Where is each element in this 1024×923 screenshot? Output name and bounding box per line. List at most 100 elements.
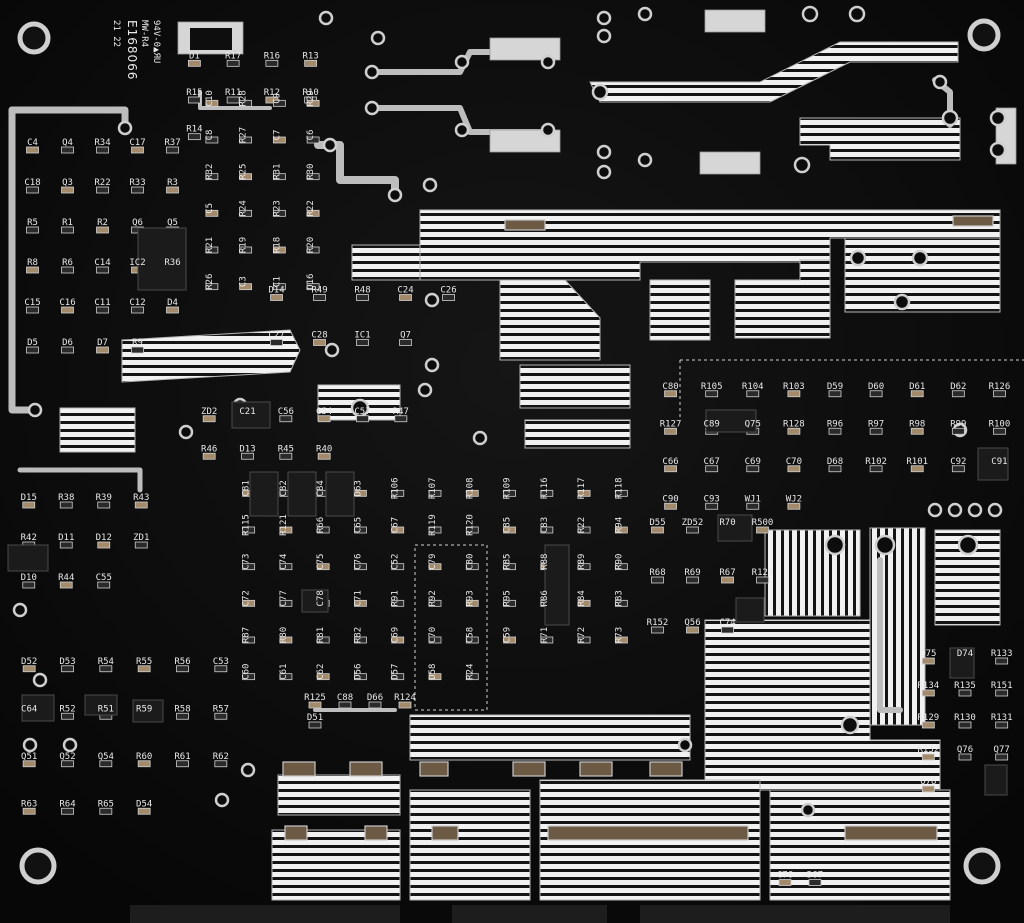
ref-designator: C24 <box>397 286 413 296</box>
smd-part <box>272 246 286 254</box>
smd-part <box>993 390 1006 398</box>
smd-part <box>664 502 677 510</box>
ref-designator: C18 <box>24 178 40 188</box>
ref-designator: C67 <box>391 517 401 533</box>
ref-designator: R92 <box>428 590 438 606</box>
edge-connector-tabs <box>130 905 950 923</box>
smd-part <box>503 526 516 534</box>
integrated-circuits <box>7 227 1009 796</box>
smd-part <box>995 721 1009 729</box>
ref-designator: D68 <box>827 457 843 467</box>
smd-part <box>705 390 719 398</box>
smd-part <box>614 526 628 534</box>
ref-designator: Q78 <box>920 777 936 787</box>
ref-designator: C3 <box>239 276 249 287</box>
smd-part <box>99 807 113 815</box>
ref-designator: C74 <box>279 554 289 570</box>
ref-designator: R90 <box>614 554 624 570</box>
smd-part <box>787 465 801 473</box>
ref-designator: C55 <box>96 573 112 583</box>
ref-designator: D14 <box>268 286 284 296</box>
ref-designator: R21 <box>205 237 215 253</box>
smd-part <box>306 173 320 181</box>
smd-part <box>313 294 326 301</box>
smd-part <box>442 294 455 301</box>
ref-designator: C75 <box>316 554 326 570</box>
smd-part <box>59 581 73 589</box>
smd-part <box>214 760 228 768</box>
ref-designator: C16 <box>59 298 75 308</box>
ref-designator: Q6 <box>132 218 143 228</box>
smd-part <box>279 526 293 534</box>
ref-designator: R109 <box>503 477 513 499</box>
ref-designator: D62 <box>950 382 966 392</box>
ref-designator: R60 <box>136 752 152 762</box>
smd-part <box>317 415 331 423</box>
silkscreen-outlines <box>414 359 1024 711</box>
smd-part <box>272 209 286 217</box>
smd-part <box>270 339 283 346</box>
ref-designator: C72 <box>242 590 252 606</box>
smd-part <box>205 246 219 254</box>
smd-part <box>356 339 369 346</box>
ref-designator: R65 <box>98 799 114 809</box>
smd-part <box>869 390 883 398</box>
smd-part <box>241 452 254 460</box>
ref-designator: D63 <box>353 480 363 496</box>
ref-designator: R105 <box>701 382 723 392</box>
smd-part <box>746 502 760 510</box>
ref-designator: R116 <box>540 477 550 499</box>
smd-part <box>686 576 699 584</box>
smd-part <box>137 807 151 815</box>
smd-part <box>239 173 253 181</box>
ref-designator: R131 <box>991 713 1013 723</box>
smd-part <box>272 99 286 107</box>
smd-part <box>134 501 148 509</box>
smd-part <box>391 489 405 497</box>
smd-part <box>705 502 719 510</box>
smd-part <box>308 721 322 729</box>
smd-part <box>137 760 151 768</box>
ref-designator: D66 <box>367 693 383 703</box>
smd-part <box>279 452 293 460</box>
smd-part <box>242 599 256 607</box>
smd-part <box>265 59 279 67</box>
smd-part <box>577 636 591 644</box>
ref-designator: C78 <box>316 590 326 606</box>
ref-designator: R80 <box>279 627 289 643</box>
ref-designator: R47 <box>393 407 409 417</box>
ref-designator: R134 <box>917 681 939 691</box>
through-hole-pads <box>12 5 1017 818</box>
smd-part <box>995 689 1009 697</box>
smd-part <box>787 390 801 398</box>
ref-designator: R151 <box>991 681 1013 691</box>
ref-designator: D7 <box>97 338 108 348</box>
smd-part <box>428 489 442 497</box>
ref-designator: D61 <box>909 382 925 392</box>
smd-part <box>721 576 734 584</box>
ref-designator: ZD2 <box>201 407 217 417</box>
smd-part <box>166 186 179 194</box>
smd-part <box>869 427 883 435</box>
ref-designator: R125 <box>304 693 326 703</box>
ref-designator: C67 <box>704 457 720 467</box>
ref-designator: C54 <box>316 407 332 417</box>
smd-part <box>354 599 367 607</box>
smd-part <box>279 636 293 644</box>
ref-designator: R45 <box>278 444 294 454</box>
ref-designator: R17 <box>225 51 241 61</box>
smd-part <box>131 146 144 154</box>
ref-designator: R24 <box>465 664 475 680</box>
ref-designator: C53 <box>213 657 229 667</box>
smd-part <box>97 541 111 549</box>
smd-part <box>921 753 935 761</box>
ref-designator: D53 <box>59 657 75 667</box>
smd-part <box>214 712 228 720</box>
smd-part <box>166 146 179 154</box>
ref-designator: R2 <box>97 218 108 228</box>
smd-part <box>428 673 442 681</box>
ref-designator: Q54 <box>98 752 114 762</box>
smd-part <box>272 283 286 291</box>
ref-designator: R39 <box>96 493 112 503</box>
